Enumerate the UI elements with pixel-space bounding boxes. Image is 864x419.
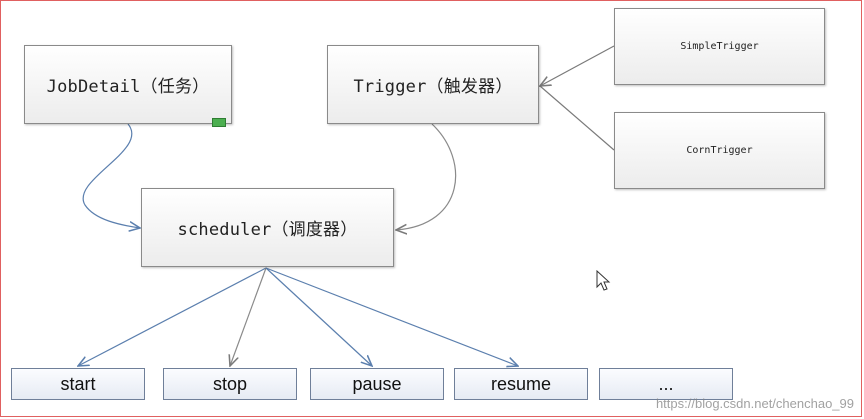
edge-corntrigger-trigger	[539, 85, 615, 151]
jobdetail-label: JobDetail（任务）	[46, 77, 210, 97]
scheduler-label: scheduler（调度器）	[177, 220, 358, 240]
action-start-label: start	[60, 373, 96, 394]
simpletrigger-node[interactable]: SimpleTrigger	[614, 8, 825, 85]
trigger-node[interactable]: Trigger（触发器）	[327, 45, 539, 124]
action-stop[interactable]: stop	[163, 368, 297, 400]
resize-handle-icon[interactable]	[212, 118, 226, 127]
corntrigger-node[interactable]: CornTrigger	[614, 112, 825, 189]
watermark: https://blog.csdn.net/chenchao_99	[655, 396, 854, 411]
edge-scheduler-resume	[265, 267, 518, 366]
edge-scheduler-start	[78, 267, 267, 366]
action-resume-label: resume	[490, 373, 552, 394]
action-pause[interactable]: pause	[310, 368, 444, 400]
scheduler-node[interactable]: scheduler（调度器）	[141, 188, 394, 267]
action-more[interactable]: ...	[599, 368, 733, 400]
trigger-label: Trigger（触发器）	[353, 77, 513, 97]
action-start[interactable]: start	[11, 368, 145, 400]
action-more-label: ...	[658, 373, 674, 394]
edge-simpletrigger-trigger	[540, 45, 615, 86]
corntrigger-label: CornTrigger	[686, 145, 753, 156]
edge-scheduler-stop	[230, 267, 267, 366]
simpletrigger-label: SimpleTrigger	[680, 41, 759, 52]
mouse-cursor-icon	[596, 270, 611, 291]
action-stop-label: stop	[212, 373, 248, 394]
jobdetail-node[interactable]: JobDetail（任务）	[24, 45, 232, 124]
edge-scheduler-pause	[265, 267, 372, 366]
action-resume[interactable]: resume	[454, 368, 588, 400]
edge-trigger-scheduler	[396, 123, 457, 230]
edge-jobdetail-scheduler	[82, 123, 140, 228]
action-pause-label: pause	[352, 373, 402, 394]
